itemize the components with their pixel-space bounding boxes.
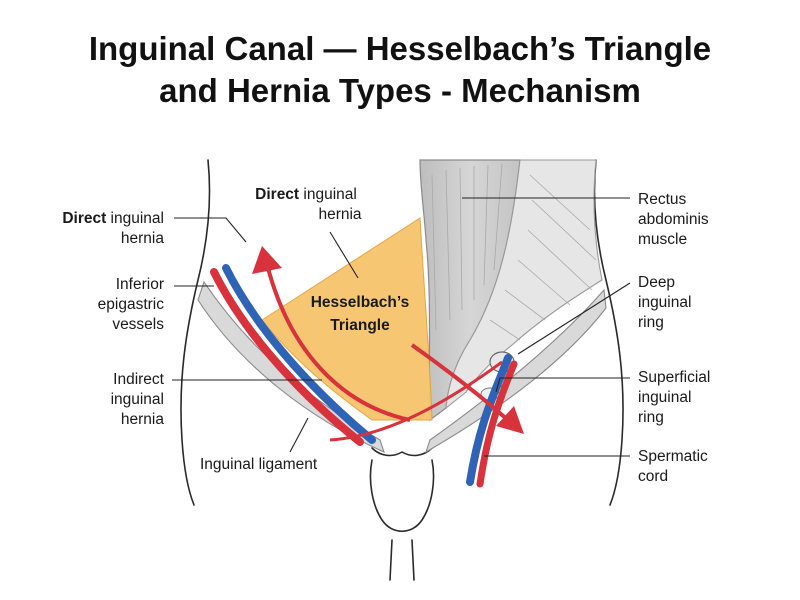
indirect-hernia-path bbox=[329, 360, 503, 442]
penis-outline bbox=[389, 539, 415, 581]
direct-hernia-arrow-shaft bbox=[266, 267, 411, 422]
leader-deep-ring bbox=[517, 282, 631, 355]
leader-lines bbox=[172, 197, 631, 457]
spermatic-cord bbox=[466, 354, 518, 488]
label-indirect-line1: Indirect bbox=[113, 371, 165, 388]
spermatic-cord-artery bbox=[476, 360, 518, 488]
label-inferior-epigastric-line1: Inferior bbox=[116, 276, 164, 293]
label-direct-left-line1: Direct inguinal bbox=[62, 210, 164, 227]
label-direct-top-line2: hernia bbox=[318, 206, 361, 223]
inferior-epigastric-vessels bbox=[210, 264, 376, 446]
label-rectus-line2: abdominis bbox=[638, 211, 709, 228]
label-superficial-ring-line1: Superficial bbox=[638, 369, 710, 386]
muscle-fibers bbox=[431, 163, 597, 341]
right-labels: Rectus abdominis muscle Deep inguinal ri… bbox=[638, 191, 710, 485]
triangle-labels: Hesselbach’s Triangle bbox=[311, 294, 410, 334]
leader-direct-left bbox=[174, 217, 247, 243]
top-labels: Direct inguinal hernia bbox=[255, 186, 362, 223]
label-indirect-line3: hernia bbox=[121, 411, 164, 428]
label-superficial-ring-line3: ring bbox=[638, 409, 664, 426]
label-indirect-line2: inguinal bbox=[111, 391, 164, 408]
pubic-contour bbox=[371, 447, 433, 457]
oblique-aponeurosis bbox=[445, 159, 603, 410]
hernia-arrows bbox=[252, 246, 524, 442]
epigastric-artery bbox=[210, 268, 364, 446]
diagram-title: Inguinal Canal — Hesselbach’s Triangle a… bbox=[0, 28, 800, 112]
inguinal-ligament-right bbox=[425, 288, 607, 454]
label-rectus-line3: muscle bbox=[638, 231, 687, 248]
label-hesselbach-line2: Triangle bbox=[330, 317, 390, 334]
label-inferior-epigastric-line2: epigastric bbox=[98, 296, 165, 313]
label-inguinal-ligament: Inguinal ligament bbox=[200, 456, 318, 473]
label-superficial-ring-line2: inguinal bbox=[638, 389, 691, 406]
body-outline bbox=[180, 159, 624, 581]
label-spermatic-cord-line1: Spermatic bbox=[638, 448, 708, 465]
body-left-contour bbox=[180, 159, 211, 506]
label-deep-ring-line1: Deep bbox=[638, 274, 675, 291]
label-deep-ring-line3: ring bbox=[638, 314, 664, 331]
left-labels: Direct inguinal hernia Inferior epigastr… bbox=[62, 210, 318, 473]
label-inferior-epigastric-line3: vessels bbox=[112, 316, 164, 333]
rectus-abdominis-muscle bbox=[419, 159, 603, 422]
title-line-1: Inguinal Canal — Hesselbach’s Triangle bbox=[88, 30, 712, 67]
leader-inguinal-ligament bbox=[289, 417, 309, 453]
hesselbach-triangle bbox=[261, 217, 433, 421]
leader-direct-top bbox=[329, 231, 359, 279]
scrotum-outline bbox=[369, 459, 435, 533]
indirect-hernia-arrow-shaft bbox=[410, 343, 512, 424]
title-line-2: and Hernia Types - Mechanism bbox=[159, 72, 641, 109]
label-rectus-line1: Rectus bbox=[638, 191, 686, 208]
label-hesselbach-line1: Hesselbach’s bbox=[311, 294, 410, 311]
epigastric-vein bbox=[222, 264, 376, 444]
label-direct-left-line2: hernia bbox=[121, 230, 164, 247]
direct-hernia-arrowhead bbox=[252, 246, 282, 274]
indirect-hernia-arrowhead bbox=[496, 406, 524, 434]
body-right-contour bbox=[593, 159, 624, 506]
leader-superficial-ring bbox=[495, 377, 630, 393]
label-spermatic-cord-line2: cord bbox=[638, 468, 668, 485]
label-direct-top-line1: Direct inguinal bbox=[255, 186, 357, 203]
label-deep-ring-line2: inguinal bbox=[638, 294, 691, 311]
spermatic-cord-vein bbox=[466, 354, 512, 486]
